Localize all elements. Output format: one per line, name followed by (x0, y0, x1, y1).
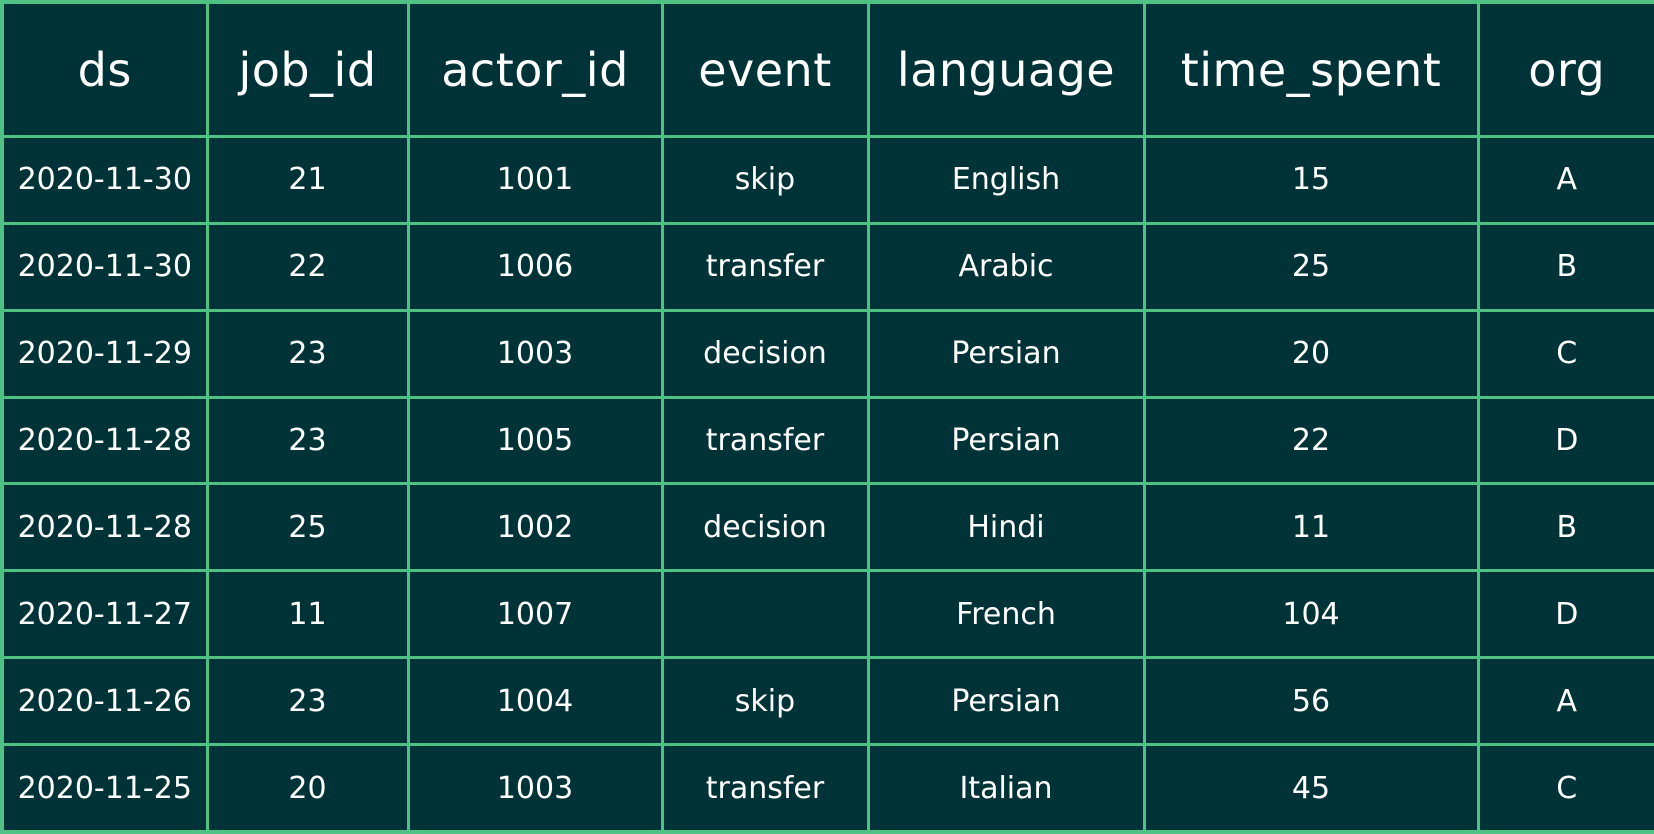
cell-org: D (1476, 569, 1654, 660)
table-row: 2020-11-26 23 1004 skip Persian 56 A (0, 656, 1654, 747)
cell-actor-id: 1003 (406, 308, 664, 399)
table-row: 2020-11-30 22 1006 transfer Arabic 25 B (0, 221, 1654, 312)
cell-language: English (866, 135, 1146, 225)
table-row: 2020-11-27 11 1007 French 104 D (0, 569, 1654, 660)
cell-actor-id: 1001 (406, 135, 664, 225)
cell-event (660, 569, 870, 660)
table-row: 2020-11-29 23 1003 decision Persian 20 C (0, 308, 1654, 399)
cell-ds: 2020-11-28 (0, 482, 209, 573)
cell-event: skip (660, 656, 870, 747)
cell-ds: 2020-11-29 (0, 308, 209, 399)
cell-language: Persian (866, 656, 1146, 747)
cell-event: skip (660, 135, 870, 225)
cell-language: Arabic (866, 221, 1146, 312)
cell-job-id: 20 (205, 743, 410, 834)
cell-job-id: 11 (205, 569, 410, 660)
cell-event: decision (660, 482, 870, 573)
header-row: ds job_id actor_id event language time_s… (0, 0, 1654, 138)
cell-ds: 2020-11-30 (0, 221, 209, 312)
cell-language: Persian (866, 395, 1146, 486)
cell-event: transfer (660, 743, 870, 834)
cell-org: C (1476, 308, 1654, 399)
cell-event: transfer (660, 395, 870, 486)
cell-org: A (1476, 656, 1654, 747)
table-row: 2020-11-25 20 1003 transfer Italian 45 C (0, 743, 1654, 834)
cell-time-spent: 20 (1142, 308, 1480, 399)
cell-time-spent: 56 (1142, 656, 1480, 747)
table-row: 2020-11-28 25 1002 decision Hindi 11 B (0, 482, 1654, 573)
cell-actor-id: 1003 (406, 743, 664, 834)
cell-org: B (1476, 221, 1654, 312)
cell-org: D (1476, 395, 1654, 486)
cell-job-id: 23 (205, 656, 410, 747)
column-header-time-spent: time_spent (1142, 0, 1480, 138)
cell-language: French (866, 569, 1146, 660)
cell-ds: 2020-11-27 (0, 569, 209, 660)
cell-time-spent: 15 (1142, 135, 1480, 225)
table-row: 2020-11-28 23 1005 transfer Persian 22 D (0, 395, 1654, 486)
column-header-ds: ds (0, 0, 209, 138)
cell-org: B (1476, 482, 1654, 573)
cell-time-spent: 25 (1142, 221, 1480, 312)
cell-job-id: 25 (205, 482, 410, 573)
cell-event: decision (660, 308, 870, 399)
cell-language: Persian (866, 308, 1146, 399)
table-body: 2020-11-30 21 1001 skip English 15 A 202… (0, 135, 1654, 834)
cell-actor-id: 1005 (406, 395, 664, 486)
cell-ds: 2020-11-30 (0, 135, 209, 225)
column-header-job-id: job_id (205, 0, 410, 138)
cell-time-spent: 11 (1142, 482, 1480, 573)
cell-ds: 2020-11-28 (0, 395, 209, 486)
cell-time-spent: 22 (1142, 395, 1480, 486)
column-header-actor-id: actor_id (406, 0, 664, 138)
cell-time-spent: 104 (1142, 569, 1480, 660)
cell-event: transfer (660, 221, 870, 312)
column-header-language: language (866, 0, 1146, 138)
cell-job-id: 22 (205, 221, 410, 312)
cell-job-id: 23 (205, 395, 410, 486)
cell-ds: 2020-11-25 (0, 743, 209, 834)
cell-actor-id: 1007 (406, 569, 664, 660)
cell-language: Italian (866, 743, 1146, 834)
column-header-org: org (1476, 0, 1654, 138)
cell-actor-id: 1004 (406, 656, 664, 747)
table-header: ds job_id actor_id event language time_s… (0, 0, 1654, 138)
cell-job-id: 23 (205, 308, 410, 399)
cell-org: C (1476, 743, 1654, 834)
cell-job-id: 21 (205, 135, 410, 225)
cell-time-spent: 45 (1142, 743, 1480, 834)
cell-ds: 2020-11-26 (0, 656, 209, 747)
cell-actor-id: 1006 (406, 221, 664, 312)
table-row: 2020-11-30 21 1001 skip English 15 A (0, 135, 1654, 225)
cell-org: A (1476, 135, 1654, 225)
column-header-event: event (660, 0, 870, 138)
cell-actor-id: 1002 (406, 482, 664, 573)
cell-language: Hindi (866, 482, 1146, 573)
